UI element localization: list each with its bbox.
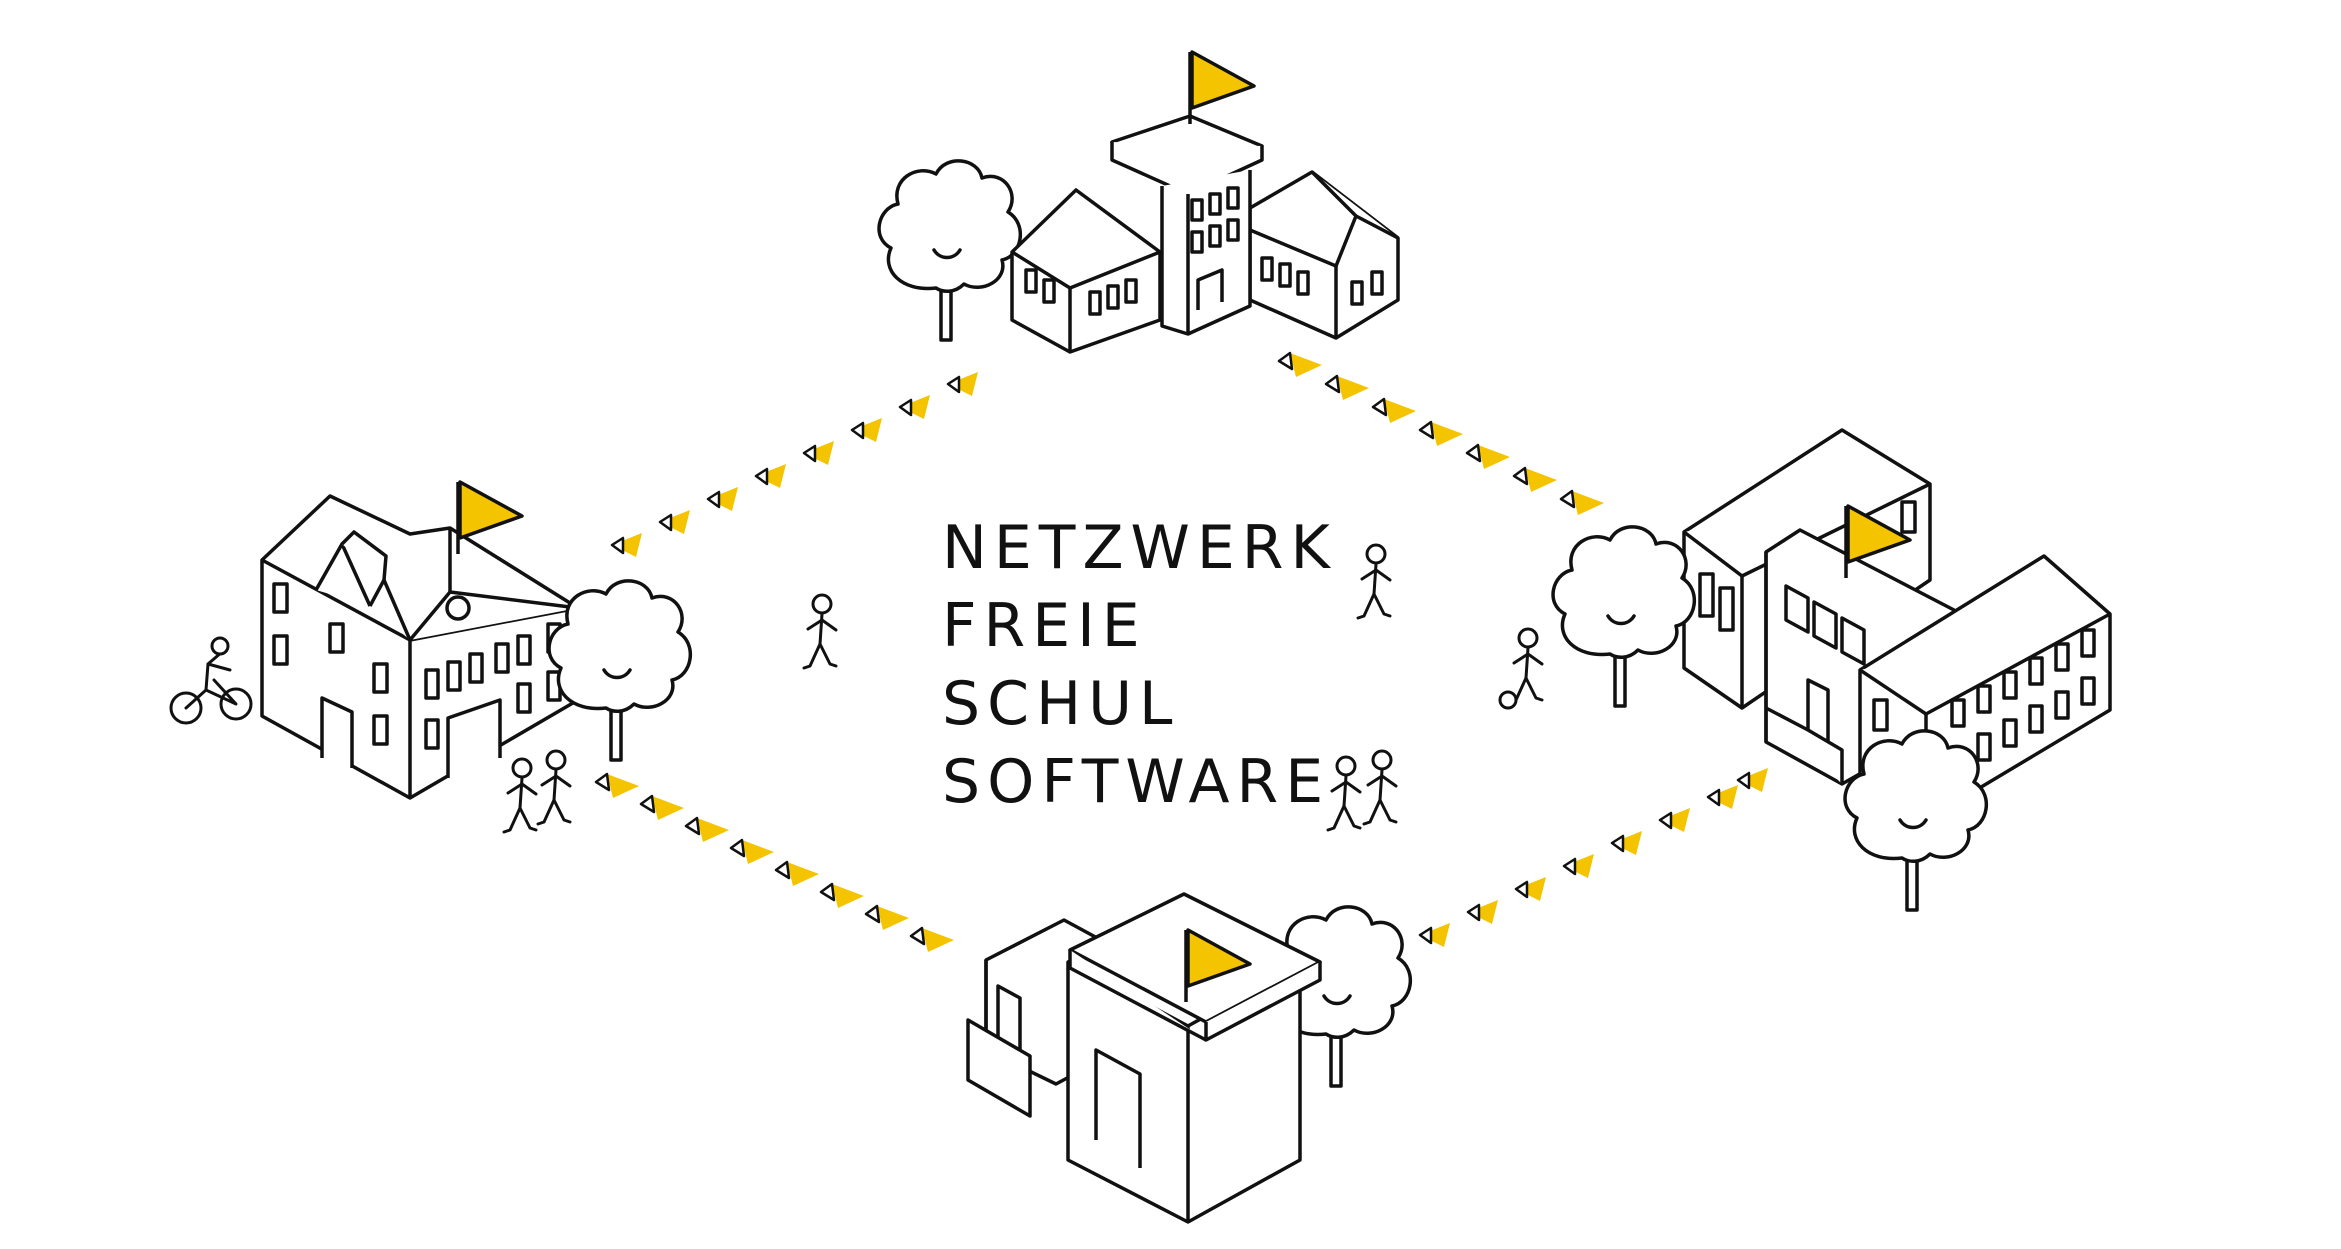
title-line-2: FREIE: [942, 591, 1147, 661]
arrow-trail-top-left: [610, 370, 980, 559]
arrow-trail-top-right: [1277, 351, 1606, 517]
title-line-1: NETZWERK: [942, 513, 1337, 583]
title-line-3: SCHUL: [942, 669, 1180, 739]
football-player-icon: [1498, 627, 1544, 710]
children-group-right-icon: [1326, 749, 1398, 832]
arrow-trail-bottom-right: [1418, 766, 1770, 949]
right-school-building: [1551, 428, 2112, 912]
running-child-icon: [1356, 543, 1392, 620]
cyclist-icon: [169, 636, 253, 725]
children-group-left-icon: [502, 749, 572, 834]
left-school-building: [260, 480, 693, 800]
title-line-4: SOFTWARE: [942, 747, 1331, 817]
bottom-school-building: [966, 892, 1413, 1224]
walking-child-icon: [802, 593, 838, 670]
arrow-trail-bottom-left: [594, 772, 956, 954]
top-school-building: [877, 50, 1400, 354]
